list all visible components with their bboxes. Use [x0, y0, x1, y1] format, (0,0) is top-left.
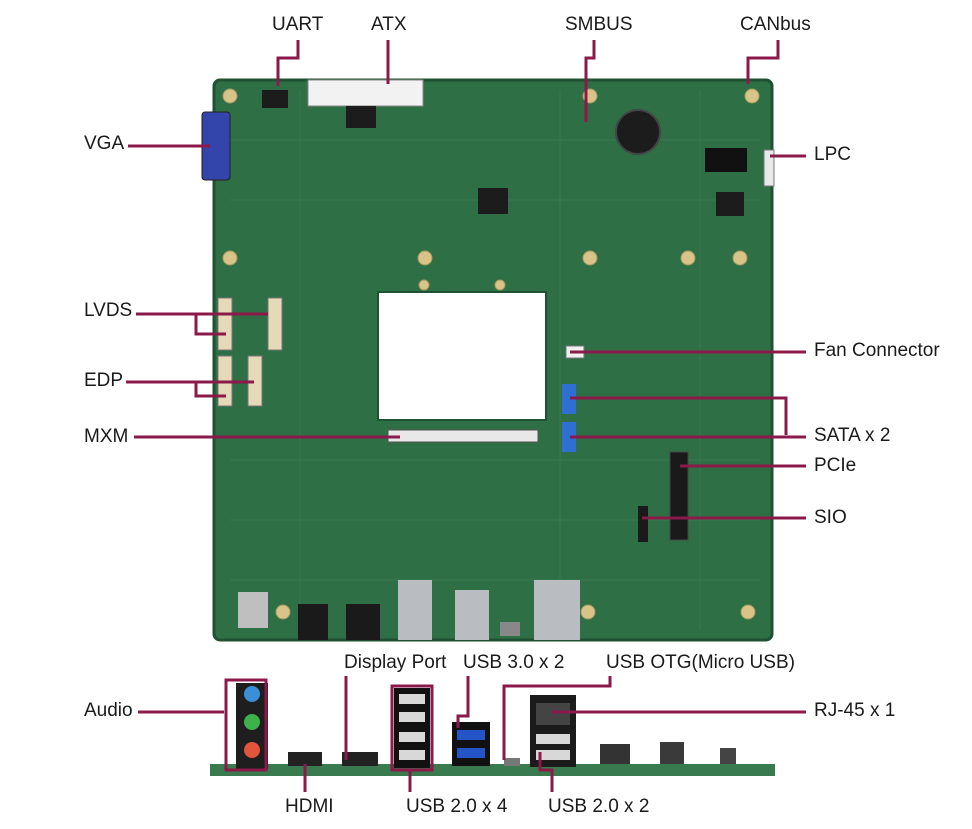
rear-io-side-view	[210, 683, 775, 776]
leader-canbus	[746, 40, 780, 84]
leader-usb30	[456, 676, 470, 728]
label-pcie: PCIe	[814, 455, 857, 476]
motherboard-top-view	[201, 78, 775, 642]
leader-edp	[126, 380, 226, 398]
leader-usb20x4-box	[390, 684, 434, 772]
label-mxm: MXM	[84, 426, 129, 447]
label-usb20x4: USB 2.0 x 4	[406, 796, 508, 817]
label-usb30: USB 3.0 x 2	[463, 652, 565, 673]
label-atx: ATX	[371, 14, 407, 35]
label-usb20x2: USB 2.0 x 2	[548, 796, 650, 817]
leader-sata	[570, 396, 788, 435]
leader-audio-box	[224, 678, 268, 772]
label-lvds: LVDS	[84, 300, 133, 321]
leader-usb20x2	[538, 752, 554, 792]
label-rj45: RJ-45 x 1	[814, 700, 896, 721]
leader-uart	[276, 40, 300, 86]
label-fan-connector: Fan Connector	[814, 340, 940, 361]
label-smbus: SMBUS	[565, 14, 633, 35]
leader-lvds	[136, 312, 226, 336]
label-display-port: Display Port	[344, 652, 447, 673]
label-uart: UART	[272, 14, 324, 35]
label-sata: SATA x 2	[814, 425, 891, 446]
label-canbus: CANbus	[740, 14, 811, 35]
label-vga: VGA	[84, 133, 125, 154]
label-sio: SIO	[814, 507, 847, 528]
label-audio: Audio	[84, 700, 133, 721]
label-lpc: LPC	[814, 144, 851, 165]
leader-usb-otg	[502, 676, 612, 760]
leader-smbus	[584, 40, 596, 122]
label-edp: EDP	[84, 370, 124, 391]
label-usb-otg: USB OTG(Micro USB)	[606, 652, 795, 673]
label-hdmi: HDMI	[285, 796, 334, 817]
